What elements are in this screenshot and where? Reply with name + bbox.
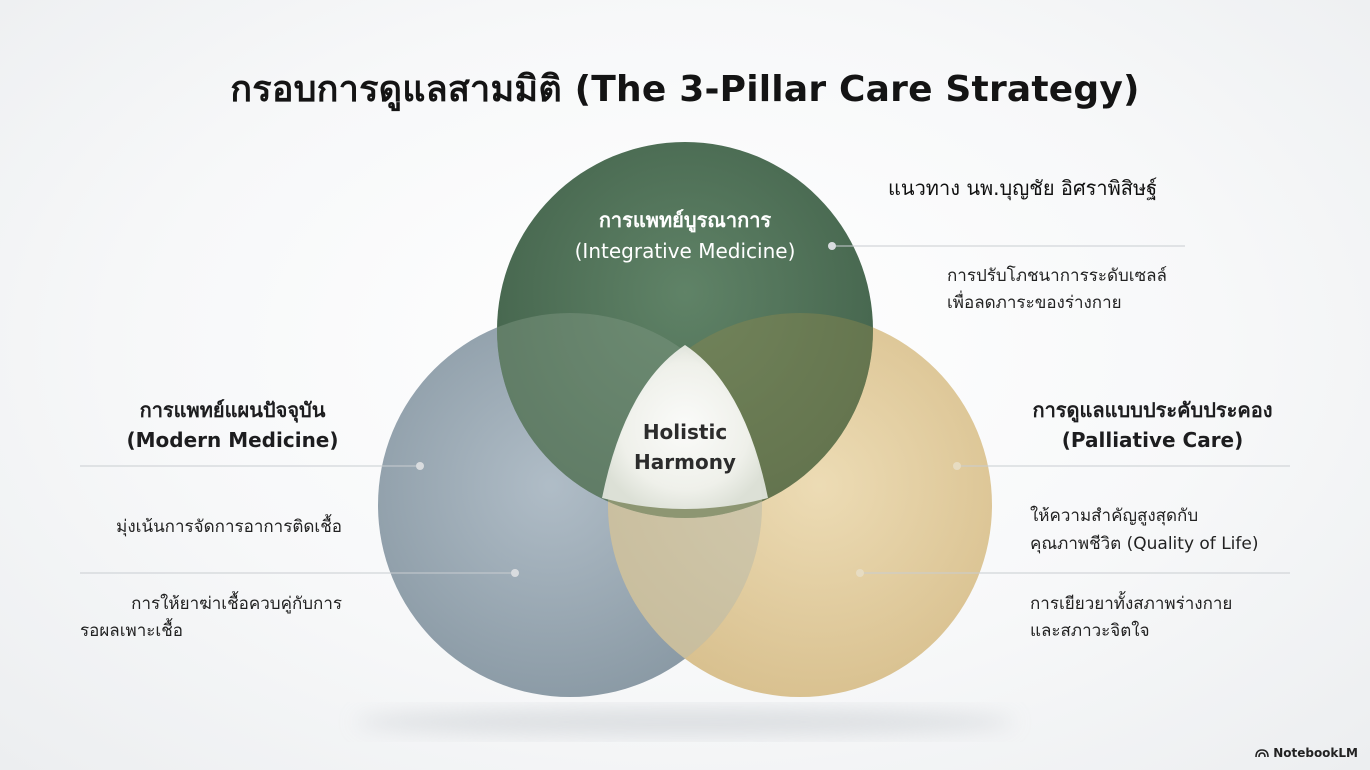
page-title: กรอบการดูแลสามมิติ (The 3-Pillar Care St… [230, 69, 1140, 110]
modern-title-th: การแพทย์แผนปัจจุบัน [139, 398, 326, 422]
brand-badge: NotebookLM [1255, 746, 1358, 760]
leader-dot-palliative-1 [953, 462, 961, 470]
modern-title-en: (Modern Medicine) [126, 428, 339, 452]
palliative-point-2-line1: การเยียวยาทั้งสภาพร่างกาย [1030, 594, 1233, 614]
leader-dot-integrative [828, 242, 836, 250]
palliative-title-th: การดูแลแบบประคับประคอง [1032, 398, 1273, 422]
integrative-point-1-line1: การปรับโภชนาการระดับเซลล์ [947, 266, 1167, 286]
modern-point-2-line1: การให้ยาฆ่าเชื้อควบคู่กับการ [131, 594, 342, 614]
modern-point-1: มุ่งเน้นการจัดการอาการติดเชื้อ [116, 517, 342, 537]
palliative-title-en: (Palliative Care) [1061, 428, 1244, 452]
holistic-harmony-center [602, 345, 768, 509]
center-label-line1: Holistic [642, 420, 728, 444]
palliative-point-1-line2: คุณภาพชีวิต (Quality of Life) [1030, 534, 1259, 554]
leader-dot-palliative-2 [856, 569, 864, 577]
ground-shadow [355, 708, 1015, 736]
integrative-title-en: (Integrative Medicine) [574, 239, 796, 263]
brand-name: NotebookLM [1273, 746, 1358, 760]
palliative-point-2-line2: และสภาวะจิตใจ [1030, 621, 1150, 641]
modern-point-2-line2: รอผลเพาะเชื้อ [80, 621, 183, 641]
leader-dot-modern-1 [416, 462, 424, 470]
notebooklm-logo-icon [1255, 749, 1269, 758]
integrative-title-th: การแพทย์บูรณาการ [598, 208, 772, 232]
credit-text: แนวทาง นพ.บุญชัย อิศราพิสิษฐ์ [888, 176, 1158, 200]
palliative-point-1-line1: ให้ความสำคัญสูงสุดกับ [1030, 506, 1199, 526]
leader-dot-modern-2 [511, 569, 519, 577]
integrative-point-1-line2: เพื่อลดภาระของร่างกาย [947, 293, 1122, 313]
integrative-medicine-circle [497, 142, 873, 518]
center-label-line2: Harmony [634, 450, 736, 474]
